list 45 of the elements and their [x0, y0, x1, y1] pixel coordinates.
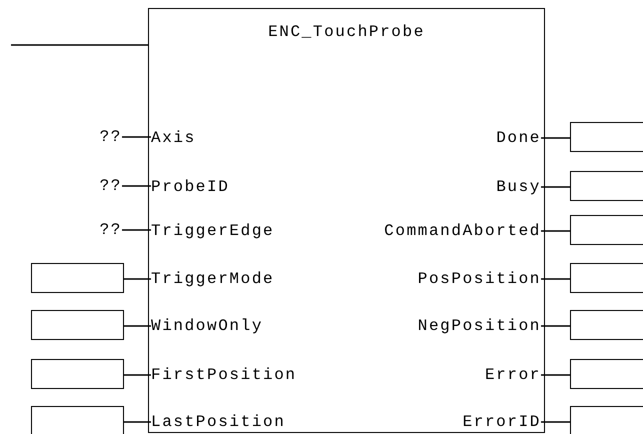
- connector-line: [541, 421, 570, 423]
- pin-label: Axis: [151, 129, 196, 147]
- pin-label: ProbeID: [151, 178, 230, 196]
- variable-field: [570, 215, 643, 245]
- connector-line: [124, 325, 151, 327]
- block-title: ENC_TouchProbe: [267, 23, 426, 41]
- connector-line: [122, 136, 151, 138]
- connector-line: [124, 278, 151, 280]
- connector-line: [541, 325, 570, 327]
- pin-label: Error: [484, 366, 541, 384]
- variable-field: [31, 263, 124, 293]
- connector-line: [122, 229, 151, 231]
- connector-line: [541, 230, 570, 232]
- connector-line: [11, 44, 148, 46]
- pin-label: TriggerMode: [151, 270, 274, 288]
- pin-label: PosPosition: [418, 270, 541, 288]
- connector-line: [541, 278, 570, 280]
- variable-field: [570, 263, 643, 293]
- variable-field: [570, 359, 643, 389]
- unassigned-value: ??: [96, 221, 122, 239]
- variable-field: [570, 171, 643, 201]
- function-block: [148, 8, 545, 433]
- variable-field: [31, 359, 124, 389]
- pin-label: CommandAborted: [384, 222, 541, 240]
- connector-line: [124, 374, 151, 376]
- pin-label: WindowOnly: [151, 317, 264, 335]
- connector-line: [541, 137, 570, 139]
- pin-label: Busy: [496, 178, 541, 196]
- pin-label: LastPosition: [151, 413, 286, 431]
- variable-field: [31, 310, 124, 340]
- connector-line: [541, 374, 570, 376]
- variable-field: [570, 122, 643, 152]
- unassigned-value: ??: [96, 128, 122, 146]
- pin-label: TriggerEdge: [151, 222, 274, 240]
- pin-label: Done: [496, 129, 541, 147]
- unassigned-value: ??: [96, 177, 122, 195]
- connector-line: [124, 421, 151, 423]
- variable-field: [570, 310, 643, 340]
- variable-field: [31, 406, 124, 434]
- connector-line: [541, 186, 570, 188]
- variable-field: [570, 406, 643, 434]
- pin-label: NegPosition: [418, 317, 541, 335]
- connector-line: [122, 185, 151, 187]
- pin-label: ErrorID: [462, 413, 541, 431]
- pin-label: FirstPosition: [151, 366, 297, 384]
